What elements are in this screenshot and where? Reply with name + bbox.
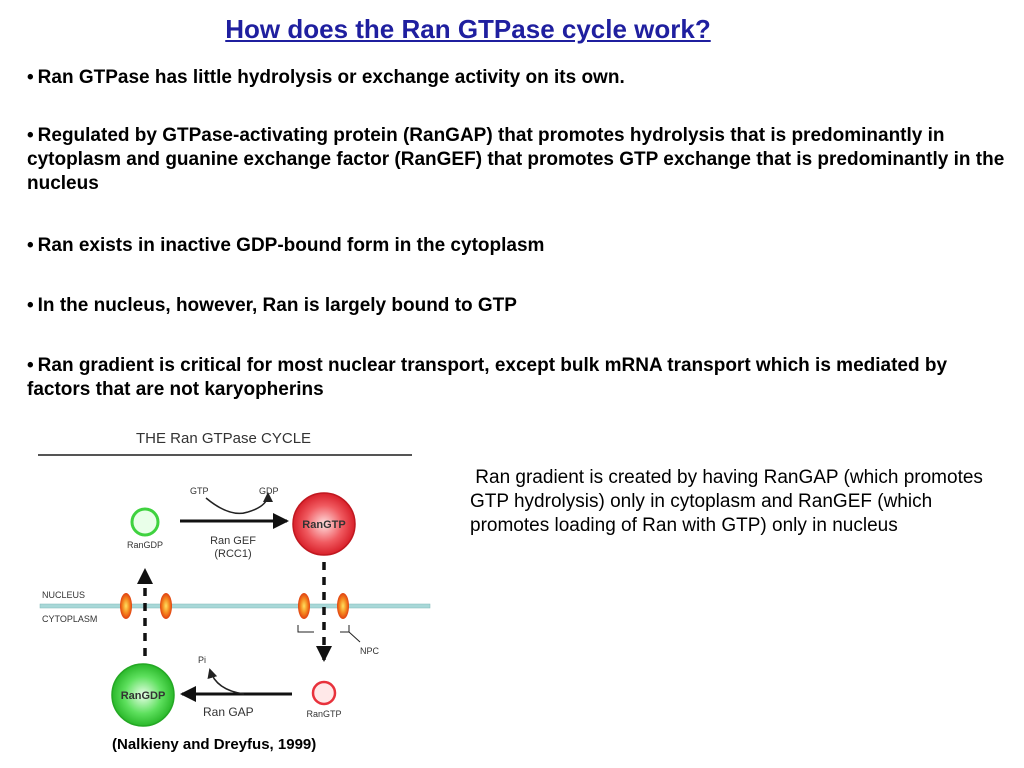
nuclear-pore <box>337 593 349 619</box>
bullet-text: Ran exists in inactive GDP-bound form in… <box>37 235 545 256</box>
rangtp-nucleus-circle <box>292 492 356 556</box>
bullet-text: Ran GTPase has little hydrolysis or exch… <box>37 67 625 88</box>
rcc1-label: (RCC1) <box>214 548 251 560</box>
rangdp-nucleus-circle <box>130 507 160 537</box>
nuclear-pore <box>160 593 172 619</box>
side-note: Ran gradient is created by having RanGAP… <box>470 466 1010 538</box>
pi-curve <box>207 668 245 695</box>
bullet-symbol: • <box>27 67 34 88</box>
bullet-text: Ran gradient is critical for most nuclea… <box>27 355 948 400</box>
bullet-symbol: • <box>27 355 34 376</box>
nuclear-pore <box>120 593 132 619</box>
gtp-in-label: GTP <box>190 486 209 496</box>
bullet-text: Regulated by GTPase-activating protein (… <box>27 125 1005 194</box>
rangdp-cytoplasm-label: RanGDP <box>121 690 166 702</box>
diagram-title: THE Ran GTPase CYCLE <box>136 430 311 447</box>
rangdp-cytoplasm-circle <box>111 663 175 727</box>
bullet-item: •Ran gradient is critical for most nucle… <box>27 354 1007 402</box>
cytoplasm-label: CYTOPLASM <box>42 614 97 624</box>
nuclear-membrane <box>39 603 431 609</box>
bullet-text: In the nucleus, however, Ran is largely … <box>37 295 517 316</box>
rangdp-nucleus-label: RanGDP <box>127 540 163 550</box>
rangtp-cytoplasm-circle <box>311 680 337 706</box>
bullet-item: •Ran exists in inactive GDP-bound form i… <box>27 234 544 258</box>
bullet-item: •In the nucleus, however, Ran is largely… <box>27 294 517 318</box>
nucleus-label: NUCLEUS <box>42 590 85 600</box>
ran-gef-label: Ran GEF <box>210 535 256 547</box>
nuclear-pore <box>298 593 310 619</box>
bullet-symbol: • <box>27 125 34 146</box>
gtp-in-curve <box>205 497 249 515</box>
npc-leader <box>348 631 361 643</box>
ran-cycle-diagram: THE Ran GTPase CYCLE NUCLEUS CYTOPLASM N… <box>38 430 431 727</box>
bullet-symbol: • <box>27 235 34 256</box>
bullet-item: •Regulated by GTPase-activating protein … <box>27 124 1007 196</box>
slide-title: How does the Ran GTPase cycle work? <box>225 14 711 44</box>
bullet-item: •Ran GTPase has little hydrolysis or exc… <box>27 66 625 90</box>
ran-gap-label: Ran GAP <box>203 705 254 719</box>
side-note-text: Ran gradient is created by having RanGAP… <box>470 467 983 536</box>
npc-label: NPC <box>360 646 380 656</box>
gdp-out-label: GDP <box>259 486 279 496</box>
rangtp-nucleus-label: RanGTP <box>302 519 345 531</box>
bullet-symbol: • <box>27 295 34 316</box>
citation: (Nalkieny and Dreyfus, 1999) <box>112 736 317 753</box>
gdp-out-curve <box>247 492 273 513</box>
pi-label: Pi <box>198 655 206 665</box>
rangtp-cytoplasm-label: RanGTP <box>306 709 341 719</box>
